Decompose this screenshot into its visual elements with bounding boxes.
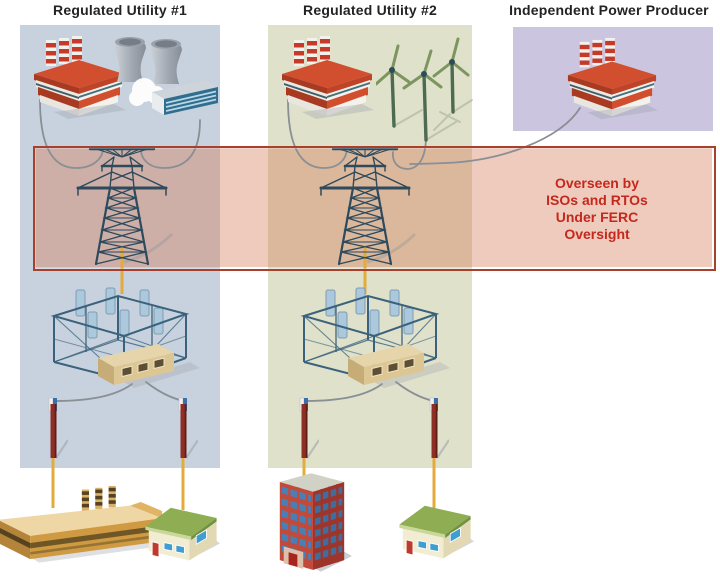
distribution-pole-icon [177,396,198,460]
column-title-independent-power-producer: Independent Power Producer [509,2,709,18]
ferc-oversight-label: Overseen by ISOs and RTOs Under FERC Ove… [505,175,689,243]
power-line-wire [39,99,581,170]
distribution-pole-icon [47,396,68,460]
column-title-regulated-utility-1: Regulated Utility #1 [53,2,187,18]
coal-plant-icon [34,36,126,119]
wind-turbines-icon [376,37,474,142]
oversight-line: ISOs and RTOs [546,192,648,208]
column-title-regulated-utility-2: Regulated Utility #2 [303,2,437,18]
distribution-pole-icon [298,396,319,460]
oversight-line: Under FERC [555,209,639,225]
distribution-pole-icon [428,396,449,460]
cooling-towers-icon [113,36,219,116]
coal-plant-icon [567,37,659,120]
distribution-wire [55,381,436,402]
oversight-line: Overseen by [554,175,640,191]
oversight-line: Oversight [564,226,630,242]
substation-icon [53,287,200,389]
substation-icon [303,287,450,389]
transmission-tower-icon [76,147,174,266]
factory-icon [0,486,166,563]
coal-plant-icon [282,36,374,119]
house-icon [398,505,474,559]
office-building-icon [278,472,352,573]
